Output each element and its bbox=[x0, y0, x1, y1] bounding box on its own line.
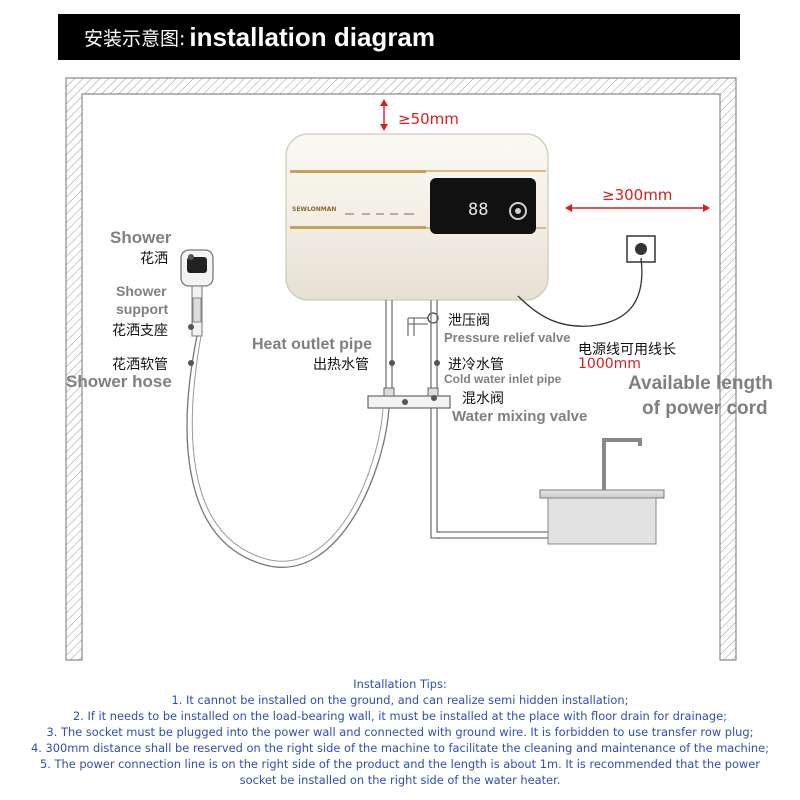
title-cn: 安装示意图: bbox=[84, 27, 186, 50]
top-clearance-arrow bbox=[380, 99, 388, 131]
cold-inlet-label-cn: 进冷水管 bbox=[448, 357, 504, 373]
pressure-relief-label-cn: 泄压阀 bbox=[448, 313, 490, 329]
sink-icon bbox=[539, 438, 665, 545]
tips-item-1: 1. It cannot be installed on the ground,… bbox=[171, 693, 629, 707]
wall-outline bbox=[65, 77, 737, 661]
control-knob-icon bbox=[509, 202, 527, 220]
power-cord-label-en-2: of power cord bbox=[642, 398, 768, 419]
heater-brand: SEWLONMAN bbox=[292, 206, 337, 213]
shower-hose bbox=[186, 335, 390, 568]
shower-support-label-en-2: support bbox=[116, 301, 169, 317]
tips-item-5: 5. The power connection line is on the r… bbox=[40, 757, 760, 771]
shower-hose-label-cn: 花洒软管 bbox=[112, 357, 168, 373]
mixing-valve-icon bbox=[367, 387, 451, 409]
tips-item-2: 2. If it needs to be installed on the lo… bbox=[73, 709, 727, 723]
top-clearance-label: ≥50mm bbox=[398, 110, 459, 128]
heater-display: 88 bbox=[468, 200, 489, 220]
header-bar: 安装示意图: installation diagram bbox=[58, 14, 740, 60]
power-socket-icon bbox=[626, 235, 656, 263]
water-heater bbox=[285, 133, 549, 301]
heat-outlet-label-cn: 出热水管 bbox=[313, 357, 369, 373]
pressure-relief-label-en: Pressure relief valve bbox=[444, 330, 571, 345]
tips-title: Installation Tips: bbox=[353, 677, 447, 691]
mixing-valve-label-cn: 混水阀 bbox=[462, 391, 504, 407]
heat-outlet-label-en: Heat outlet pipe bbox=[252, 336, 373, 353]
tips-item-3: 3. The socket must be plugged into the p… bbox=[46, 725, 754, 739]
power-cord bbox=[517, 257, 643, 327]
tips-item-4: 4. 300mm distance shall be reserved on t… bbox=[30, 741, 769, 755]
shower-support-label-cn: 花洒支座 bbox=[112, 323, 168, 339]
shower-label-cn: 花洒 bbox=[140, 251, 168, 267]
control-panel bbox=[430, 178, 536, 234]
mixing-valve-label-en: Water mixing valve bbox=[452, 408, 588, 425]
shower-label-en: Shower bbox=[110, 228, 172, 247]
tips-item-5-cont: socket be installed on the right side of… bbox=[239, 773, 561, 787]
power-cord-label-en-1: Available length bbox=[628, 373, 773, 394]
right-clearance-label: ≥300mm bbox=[602, 186, 673, 204]
leader-dots bbox=[188, 254, 440, 401]
right-clearance-arrow bbox=[565, 204, 710, 212]
shower-support-icon bbox=[192, 297, 202, 323]
power-cord-label-cn: 电源线可用线长 bbox=[578, 342, 676, 358]
title-en: installation diagram bbox=[189, 21, 436, 52]
power-cord-length: 1000mm bbox=[578, 356, 641, 372]
installation-tips: Installation Tips: 1. It cannot be insta… bbox=[0, 676, 800, 788]
shower-head-icon bbox=[180, 249, 214, 337]
cold-inlet-label-en: Cold water inlet pipe bbox=[444, 372, 562, 386]
shower-hose-label-en: Shower hose bbox=[66, 372, 172, 391]
shower-support-label-en-1: Shower bbox=[116, 283, 167, 299]
